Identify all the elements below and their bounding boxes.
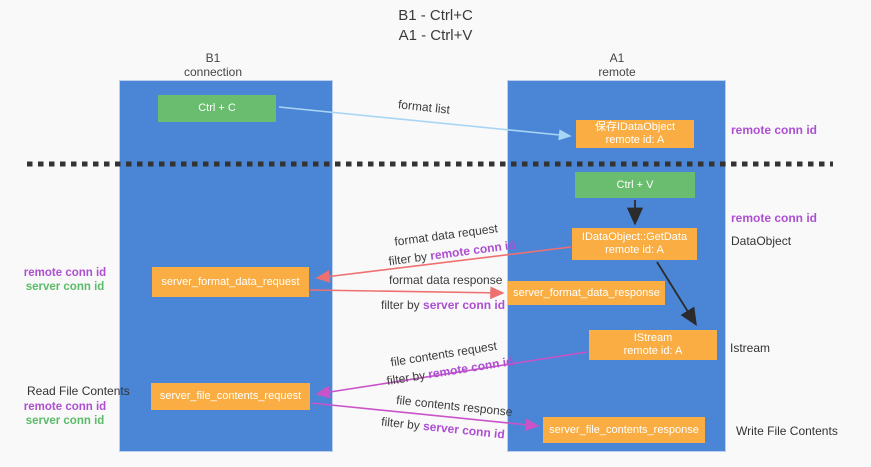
- server-conn-id-text: server conn id: [422, 418, 506, 442]
- node-ctrl-v-label: Ctrl + V: [616, 178, 654, 191]
- filter-by-text: filter by: [385, 367, 430, 388]
- annotation-write-file-contents: Write File Contents: [736, 424, 838, 438]
- annotation-dataobject: DataObject: [731, 234, 792, 248]
- annotation-remote-conn-id-right-1: remote conn id: [731, 123, 818, 137]
- node-server-file-contents-response: server_file_contents_response: [543, 417, 705, 443]
- edge-label-filter-server-2: filter by server conn id: [381, 415, 506, 442]
- node-ctrl-v: Ctrl + V: [575, 172, 695, 198]
- left-column-role: connection: [183, 65, 243, 79]
- node-file-request-label: server_file_contents_request: [159, 390, 302, 402]
- node-istream-line1: IStream: [633, 332, 673, 344]
- node-format-response-label: server_format_data_response: [513, 286, 660, 299]
- annotation-conn-ids-upper: remote conn id server conn id: [15, 266, 115, 294]
- left-column-header: B1 connection: [133, 51, 293, 79]
- node-server-file-contents-request: server_file_contents_request: [151, 383, 310, 410]
- node-save-idataobject: 保存IDataObject remote id: A: [576, 120, 694, 148]
- right-column-header: A1 remote: [537, 51, 697, 79]
- edge-label-format-list: format list: [397, 97, 451, 117]
- edge-label-format-data-response: format data response: [389, 273, 503, 287]
- annotation-remote-conn-id-left-2: remote conn id: [23, 401, 107, 413]
- right-column-name: A1: [609, 51, 625, 65]
- title-line-2: A1 - Ctrl+V: [398, 27, 473, 44]
- filter-by-text: filter by: [380, 414, 424, 433]
- annotation-istream: Istream: [730, 341, 771, 355]
- arrow-format-data-response: [309, 286, 505, 300]
- node-idataobject-getdata: IDataObject::GetData remote id: A: [572, 228, 697, 260]
- annotation-server-conn-id-left-2: server conn id: [25, 415, 105, 427]
- node-save-idataobject-line2: remote id: A: [605, 134, 665, 146]
- edge-label-filter-server-1: filter by server conn id: [381, 298, 505, 312]
- server-conn-id-text: server conn id: [423, 298, 506, 312]
- node-istream: IStream remote id: A: [589, 330, 717, 360]
- node-getdata-line2: remote id: A: [605, 244, 664, 256]
- filter-by-text: filter by: [387, 248, 432, 269]
- annotation-remote-conn-id-right-2: remote conn id: [731, 211, 818, 225]
- left-column-name: B1: [205, 51, 221, 65]
- node-ctrl-c: Ctrl + C: [158, 95, 276, 122]
- node-file-response-label: server_file_contents_response: [549, 423, 699, 436]
- annotation-server-conn-id-left-1: server conn id: [25, 281, 105, 293]
- node-getdata-line1: IDataObject::GetData: [581, 231, 688, 243]
- diagram-title: B1 - Ctrl+C A1 - Ctrl+V: [0, 6, 871, 46]
- annotation-conn-ids-lower: remote conn id server conn id: [15, 400, 115, 428]
- node-server-format-data-request: server_format_data_request: [152, 267, 309, 297]
- node-ctrl-c-label: Ctrl + C: [198, 102, 236, 114]
- annotation-remote-conn-id-left-1: remote conn id: [23, 267, 107, 279]
- node-server-format-data-response: server_format_data_response: [508, 281, 665, 305]
- node-istream-line2: remote id: A: [623, 345, 683, 357]
- annotation-read-file-contents: Read File Contents: [27, 384, 130, 398]
- node-save-idataobject-line1: 保存IDataObject: [594, 121, 676, 133]
- edge-label-file-contents-response: file contents response: [395, 392, 514, 420]
- node-format-request-label: server_format_data_request: [161, 275, 300, 288]
- filter-by-text: filter by: [381, 298, 424, 312]
- title-line-1: B1 - Ctrl+C: [398, 7, 473, 24]
- right-column-role: remote: [598, 65, 636, 79]
